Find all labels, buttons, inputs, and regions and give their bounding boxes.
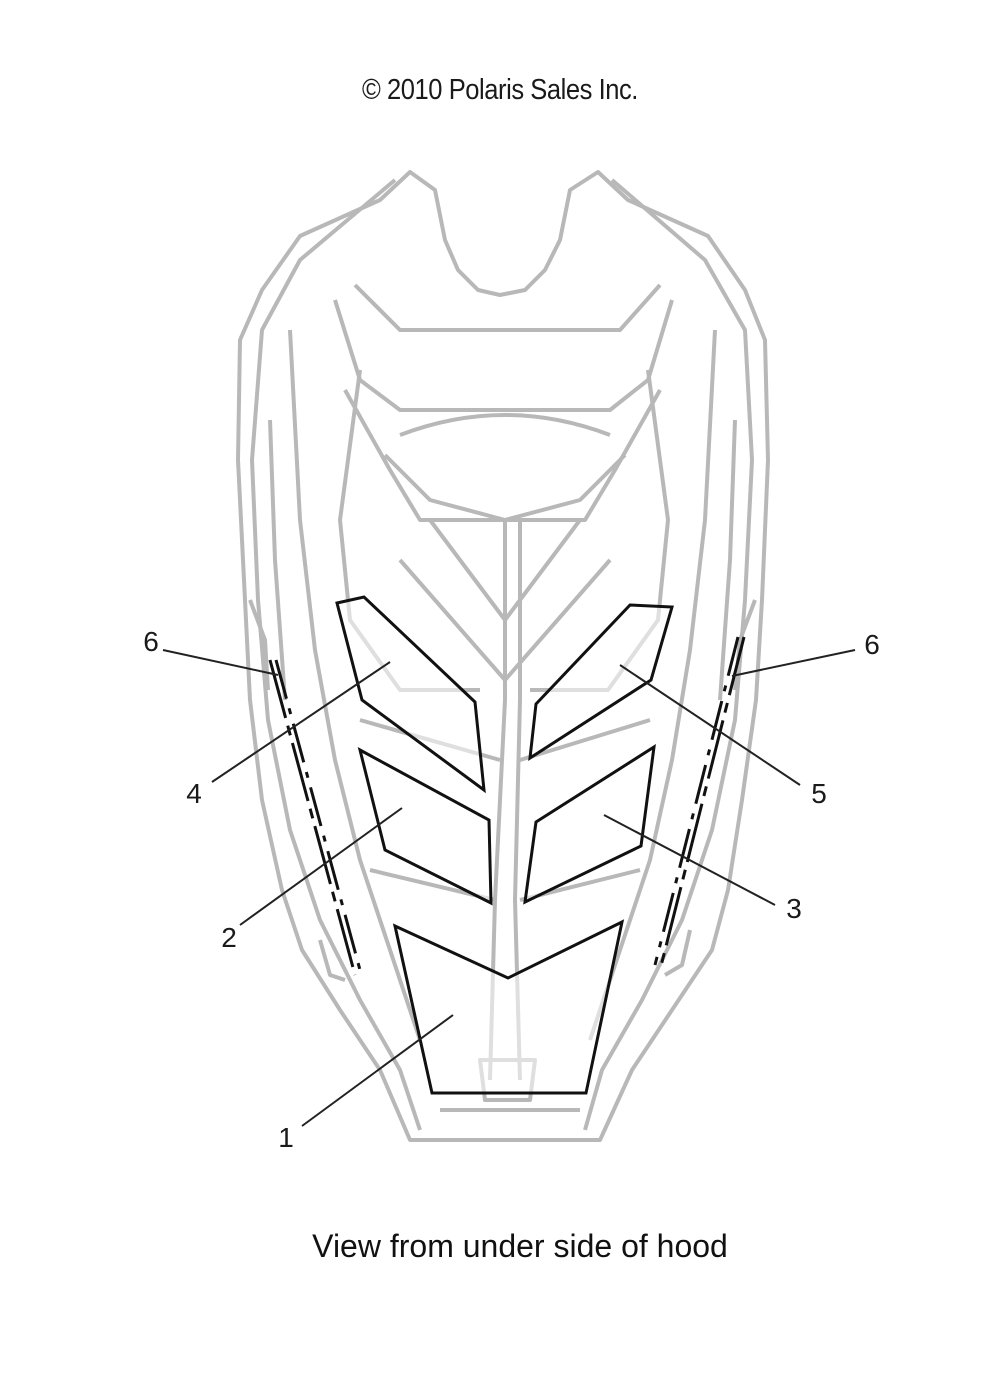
copyright-text: © 2010 Polaris Sales Inc.: [362, 74, 638, 106]
leader-6-right: [731, 649, 856, 677]
callout-6-left-label: 6: [143, 626, 159, 657]
decal-6-right-stripe: [653, 636, 746, 971]
decal-4-outline: [335, 595, 486, 794]
callout-4-label: 4: [186, 778, 202, 809]
leader-1: [301, 1014, 454, 1127]
leader-2: [239, 807, 403, 926]
callout-6-right-label: 6: [864, 629, 880, 660]
callout-2-label: 2: [221, 922, 237, 953]
leader-4: [211, 661, 391, 783]
leader-6-left: [162, 649, 279, 676]
callout-5-label: 5: [811, 778, 827, 809]
diagram-caption: View from under side of hood: [312, 1228, 728, 1264]
decal-5-outline: [528, 603, 674, 761]
leader-lines: [162, 649, 856, 1127]
leader-3: [603, 814, 776, 906]
decal-6-left-stripe: [268, 659, 362, 976]
decal-1-outline: [392, 919, 625, 1095]
leader-5: [619, 664, 801, 786]
callout-3-label: 3: [786, 893, 802, 924]
callout-1-label: 1: [278, 1122, 294, 1153]
decal-3-outline: [523, 744, 656, 905]
decal-2-outline: [357, 747, 493, 906]
